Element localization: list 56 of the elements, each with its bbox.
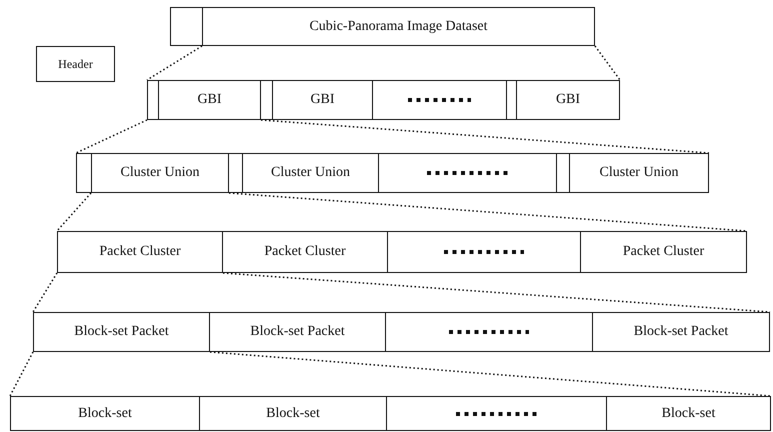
expansion-line: [594, 46, 621, 80]
segment-label: Cluster Union: [600, 165, 678, 181]
segment-box: [33, 312, 210, 352]
segment-label: Cluster Union: [271, 165, 350, 181]
segment-label: Block-set: [662, 406, 716, 422]
expansion-line: [146, 45, 202, 81]
expansion-line: [76, 119, 148, 154]
ellipsis-segment: [387, 231, 581, 273]
expansion-line: [222, 272, 770, 313]
segment-label: Packet Cluster: [99, 244, 181, 260]
segment-box: [580, 231, 747, 273]
segment-label: Block-set Packet: [634, 324, 728, 340]
segment-box: [91, 153, 229, 193]
expansion-line: [210, 351, 772, 397]
segment-box: [516, 80, 620, 120]
header-box: [36, 46, 115, 82]
expansion-line: [56, 192, 92, 232]
expansion-line: [228, 192, 748, 232]
segment-label: Packet Cluster: [264, 244, 346, 260]
segment-label: Block-set Packet: [250, 324, 345, 340]
segment-box: [222, 231, 388, 273]
segment-label: Cluster Union: [120, 165, 200, 181]
segment-box: [606, 396, 771, 431]
segment-label: GBI: [310, 92, 335, 108]
segment-box: [57, 231, 223, 273]
segment-label: Block-set: [78, 406, 132, 422]
header-segment: [228, 153, 243, 193]
segment-box: [10, 396, 200, 431]
expansion-line: [260, 119, 710, 154]
segment-box: [158, 80, 261, 120]
ellipsis-segment: [386, 396, 607, 431]
segment-label: Packet Cluster: [622, 244, 704, 260]
ellipsis-segment: [378, 153, 557, 193]
segment-label: Cubic-Panorama Image Dataset: [309, 18, 488, 34]
expansion-line: [9, 352, 34, 396]
segment-box: [272, 80, 373, 120]
header-segment: [506, 80, 517, 120]
expansion-line: [32, 272, 58, 312]
segment-box: [242, 153, 379, 193]
segment-box: [569, 153, 709, 193]
header-segment: [260, 80, 273, 120]
header-segment: [170, 7, 203, 46]
segment-box: [202, 7, 595, 46]
header-segment: [147, 80, 159, 120]
ellipsis-segment: [372, 80, 507, 120]
segment-label: Block-set Packet: [74, 324, 169, 340]
segment-box: [592, 312, 770, 352]
segment-label: Header: [58, 56, 93, 72]
header-segment: [76, 153, 92, 193]
ellipsis-segment: [385, 312, 593, 352]
segment-box: [209, 312, 386, 352]
segment-label: GBI: [556, 92, 580, 108]
segment-label: Block-set: [266, 406, 320, 422]
header-segment: [556, 153, 570, 193]
segment-label: GBI: [197, 92, 222, 108]
segment-box: [199, 396, 387, 431]
